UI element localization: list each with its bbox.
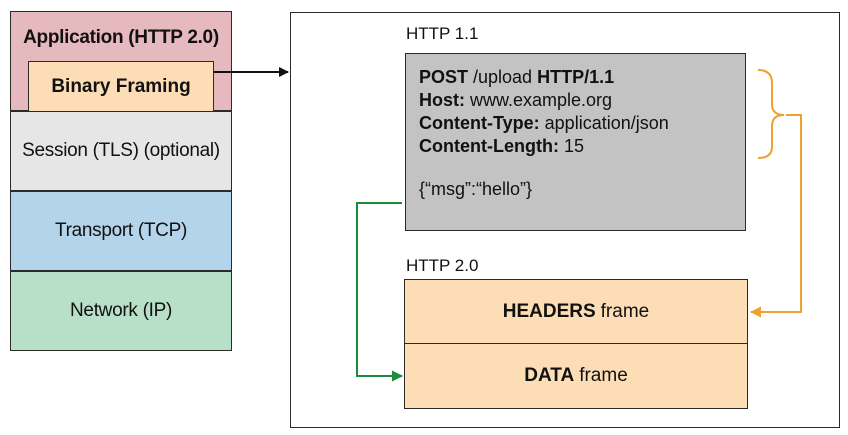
transport-layer-label: Transport (TCP): [54, 220, 188, 241]
header-content-length: Content-Length: 15: [419, 135, 745, 158]
header-host: Host: www.example.org: [419, 89, 745, 112]
body-to-data-frame-arrow: [356, 202, 403, 382]
session-layer: Session (TLS) (optional): [10, 111, 232, 191]
network-layer: Network (IP): [10, 271, 232, 351]
request-method: POST: [419, 67, 469, 87]
session-layer-label: Session (TLS) (optional): [22, 140, 220, 161]
network-layer-label: Network (IP): [70, 300, 172, 321]
http11-heading: HTTP 1.1: [406, 24, 479, 43]
transport-layer: Transport (TCP): [10, 191, 232, 271]
binary-framing-label: Binary Framing: [51, 75, 191, 97]
header-value: www.example.org: [465, 90, 613, 110]
header-value: application/json: [539, 113, 669, 133]
header-name: Content-Length:: [419, 136, 559, 156]
headers-frame-type: HEADERS: [502, 301, 596, 322]
application-layer-label: Application (HTTP 2.0): [23, 27, 219, 48]
binary-framing-layer: Binary Framing: [28, 61, 214, 111]
data-frame-type: DATA: [524, 365, 575, 386]
data-frame-suffix: frame: [579, 365, 628, 386]
http11-request-box: POST /upload HTTP/1.1 Host: www.example.…: [405, 53, 746, 231]
request-body: {“msg”:“hello”}: [419, 179, 533, 199]
request-line: POST /upload HTTP/1.1: [419, 66, 745, 89]
headers-frame-suffix: frame: [600, 301, 650, 322]
request-path: /upload: [468, 67, 538, 87]
request-version: HTTP/1.1: [537, 67, 615, 87]
header-name: Content-Type:: [419, 113, 540, 133]
headers-brace: [757, 69, 785, 159]
headers-to-frame-arrow: [750, 114, 802, 318]
http20-heading: HTTP 2.0: [406, 256, 479, 275]
header-name: Host:: [419, 90, 465, 110]
header-value: 15: [558, 136, 584, 156]
header-content-type: Content-Type: application/json: [419, 112, 745, 135]
